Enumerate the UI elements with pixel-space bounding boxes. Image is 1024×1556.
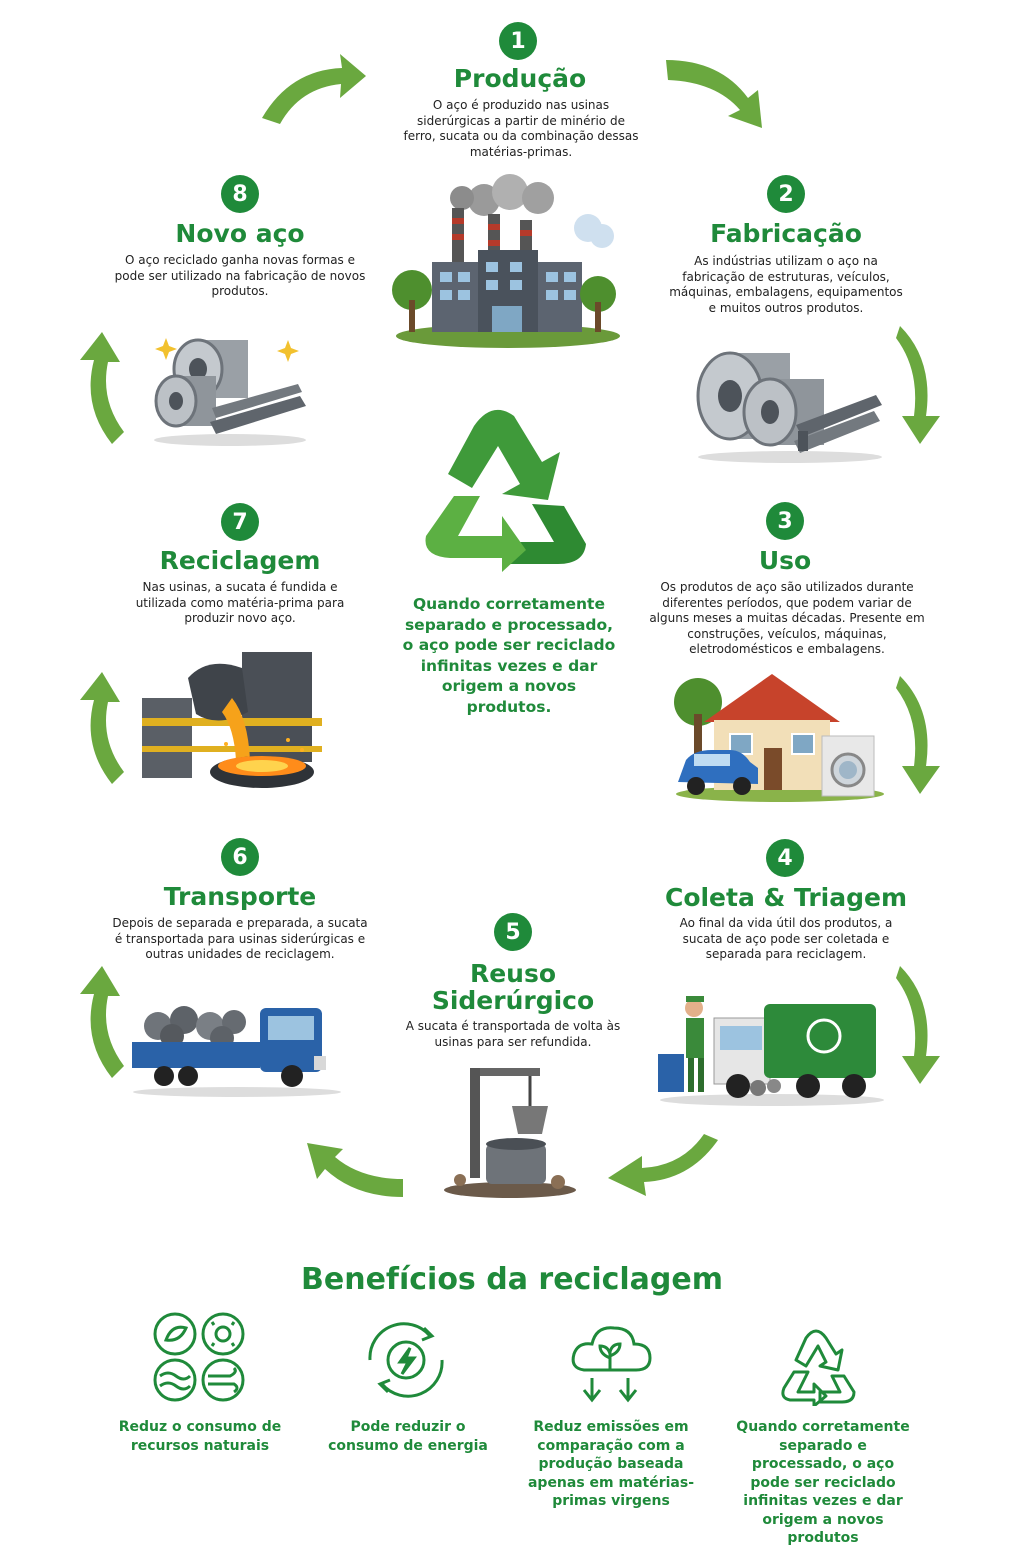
new-steel-products-illustration <box>154 338 306 446</box>
cycle-arrow-4-down <box>896 966 940 1084</box>
step-7-number: 7 <box>221 503 259 541</box>
center-recycling-statement: Quando corretamente separado e processad… <box>402 595 616 716</box>
cycle-arrow-3-to-4 <box>896 676 940 794</box>
step-6-number: 6 <box>221 838 259 876</box>
step-2-title: Fabricação <box>710 219 862 248</box>
benefit-2-label: Pode reduzir o consumo de energia <box>328 1419 488 1454</box>
step-2-number: 2 <box>767 175 805 213</box>
cycle-arrow-1-to-2 <box>666 60 762 128</box>
step-7-description: Nas usinas, a sucata é fundida e utiliza… <box>135 580 345 625</box>
step-3-description: Os produtos de aço são utilizados durant… <box>649 580 925 656</box>
step-8-number: 8 <box>221 175 259 213</box>
benefit-1-label: Reduz o consumo de recursos naturais <box>118 1419 282 1454</box>
cycle-arrow-2-to-3 <box>896 326 940 444</box>
step-3-number: 3 <box>766 502 804 540</box>
scrap-furnace-illustration <box>444 1068 576 1198</box>
step-1-title: Produção <box>453 64 587 93</box>
step-7-title: Reciclagem <box>159 546 321 575</box>
step-8-title: Novo aço <box>175 219 305 248</box>
garbage-truck-collector-illustration <box>658 996 884 1106</box>
step-6-title: Transporte <box>163 882 317 911</box>
cycle-arrow-8-up <box>80 332 124 444</box>
benefits-heading: Benefícios da reciclagem <box>301 1262 723 1297</box>
step-1-description: O aço é produzido nas usinas siderúrgica… <box>403 98 639 159</box>
cycle-arrow-6-to-7 <box>80 966 124 1078</box>
house-car-washer-illustration <box>674 674 884 802</box>
step-8-description: O aço reciclado ganha novas formas e pod… <box>114 253 366 298</box>
steel-mill-illustration <box>392 174 620 348</box>
step-3-title: Uso <box>758 546 812 575</box>
step-2-description: As indústrias utilizam o aço na fabricaç… <box>669 254 903 315</box>
scrap-truck-illustration <box>132 1006 341 1097</box>
step-5-description: A sucata é transportada de volta às usin… <box>405 1019 621 1049</box>
emissions-cloud-icon <box>571 1326 652 1403</box>
cycle-arrow-4-to-5 <box>608 1134 718 1196</box>
energy-icon <box>368 1322 444 1398</box>
cycle-arrow-5-to-6 <box>307 1143 403 1197</box>
cycle-arrow-8-to-1 <box>262 54 366 124</box>
recycle-icon <box>781 1329 856 1406</box>
step-5-title: Reuso Siderúrgico <box>431 959 595 1015</box>
benefit-3-label: Reduz emissões em comparação com a produ… <box>527 1419 695 1509</box>
step-4-title: Coleta & Triagem <box>664 883 908 912</box>
recycle-symbol <box>425 409 586 572</box>
molten-steel-ladle-illustration <box>142 652 322 788</box>
step-1-number: 1 <box>499 22 537 60</box>
natural-resources-icon <box>153 1312 245 1402</box>
benefit-4-label: Quando corretamente separado e processad… <box>736 1419 910 1546</box>
step-5-number: 5 <box>494 913 532 951</box>
cycle-arrow-7-to-8 <box>80 672 124 784</box>
steel-coils-and-beams-illustration <box>696 351 882 463</box>
step-4-number: 4 <box>766 839 804 877</box>
step-6-description: Depois de separada e preparada, a sucata… <box>112 916 368 961</box>
step-4-description: Ao final da vida útil dos produtos, a su… <box>679 916 893 961</box>
